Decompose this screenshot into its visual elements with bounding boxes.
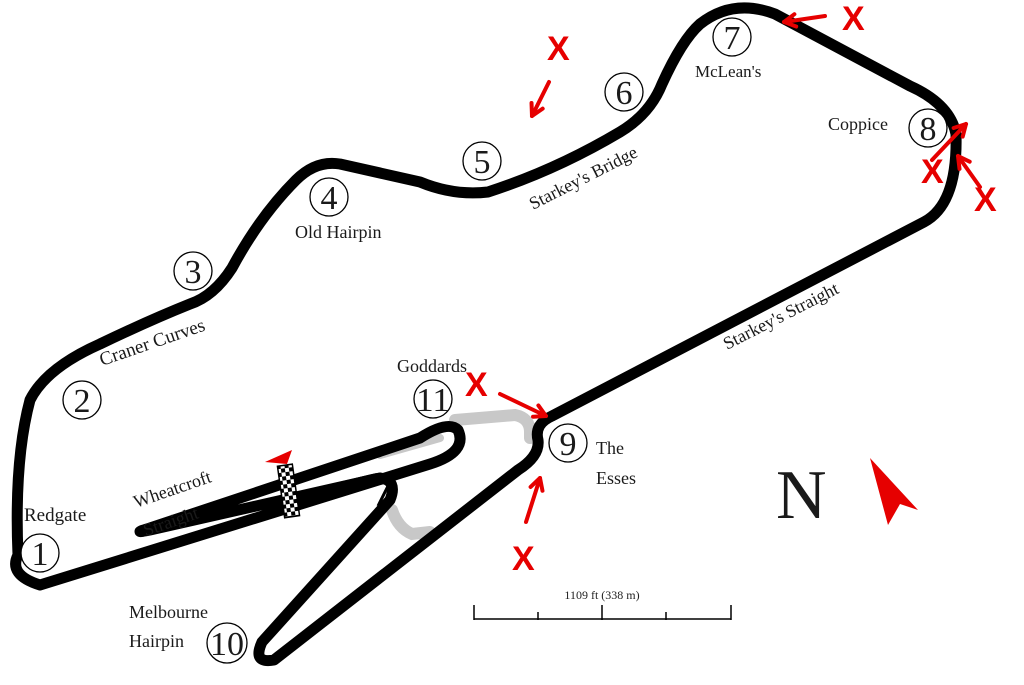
x-marker: X <box>547 30 570 68</box>
arrow-icon <box>782 14 827 24</box>
track-main <box>10 2 962 667</box>
track-inner-straight <box>149 472 391 532</box>
corner-circle-4 <box>309 177 349 217</box>
corner-circle-7 <box>712 17 752 57</box>
arrowhead-icon <box>531 403 548 419</box>
arrow-icon <box>530 80 551 118</box>
corner-name-redgate: Redgate <box>24 505 86 526</box>
checkered-flag-icon <box>276 463 301 519</box>
corner-circle-2 <box>62 380 102 420</box>
arrowhead-icon <box>529 101 545 118</box>
old-track-loop <box>386 504 436 541</box>
x-marker: X <box>465 366 488 404</box>
corner-number-10: 10 <box>210 626 244 663</box>
x-marker: X <box>842 0 865 38</box>
arrow-icon <box>524 476 542 524</box>
corner-circle-3 <box>173 251 213 291</box>
corner-number-8: 8 <box>920 111 937 148</box>
corner-name-goddards: Goddards <box>397 356 467 376</box>
north-label: N <box>776 457 827 534</box>
scale-label: 1109 ft (338 m) <box>564 588 639 602</box>
corner-markers: 1 2 3 4 5 6 7 8 9 10 11 <box>20 17 948 664</box>
corner-name-old-hairpin: Old Hairpin <box>295 222 381 242</box>
corner-circle-1 <box>20 533 60 573</box>
corner-number-3: 3 <box>185 254 202 291</box>
corner-circle-6 <box>604 72 644 112</box>
arrowhead-icon <box>956 154 972 171</box>
arrowhead-icon <box>782 12 799 29</box>
x-marker: X <box>512 540 535 578</box>
arrowhead-icon <box>528 476 545 493</box>
x-marker: X <box>974 181 997 219</box>
corner-number-4: 4 <box>321 180 338 217</box>
corner-circle-8 <box>908 108 948 148</box>
corner-circle-5 <box>462 141 502 181</box>
start-flag-icon <box>265 450 292 464</box>
corner-circle-10 <box>206 622 248 664</box>
corner-circle-11 <box>413 379 453 419</box>
corner-number-7: 7 <box>724 20 741 57</box>
arrow-icon <box>930 122 968 162</box>
corner-number-6: 6 <box>616 75 633 112</box>
corner-number-9: 9 <box>560 426 577 463</box>
arrow-icon <box>498 392 548 418</box>
corner-number-11: 11 <box>416 382 450 419</box>
corner-number-1: 1 <box>32 536 49 573</box>
scale-bar: 1109 ft (338 m) <box>473 588 732 620</box>
old-track-section <box>449 408 536 444</box>
corner-name-coppice: Coppice <box>828 114 888 134</box>
corner-number-5: 5 <box>474 144 491 181</box>
arrowhead-icon <box>951 122 968 139</box>
north-arrow-icon <box>870 458 918 525</box>
x-marker: X <box>921 153 944 191</box>
corner-circle-9 <box>548 423 588 463</box>
corner-number-2: 2 <box>74 383 91 420</box>
arrow-icon <box>956 154 982 189</box>
corner-name-mcleans: McLean's <box>695 62 761 81</box>
